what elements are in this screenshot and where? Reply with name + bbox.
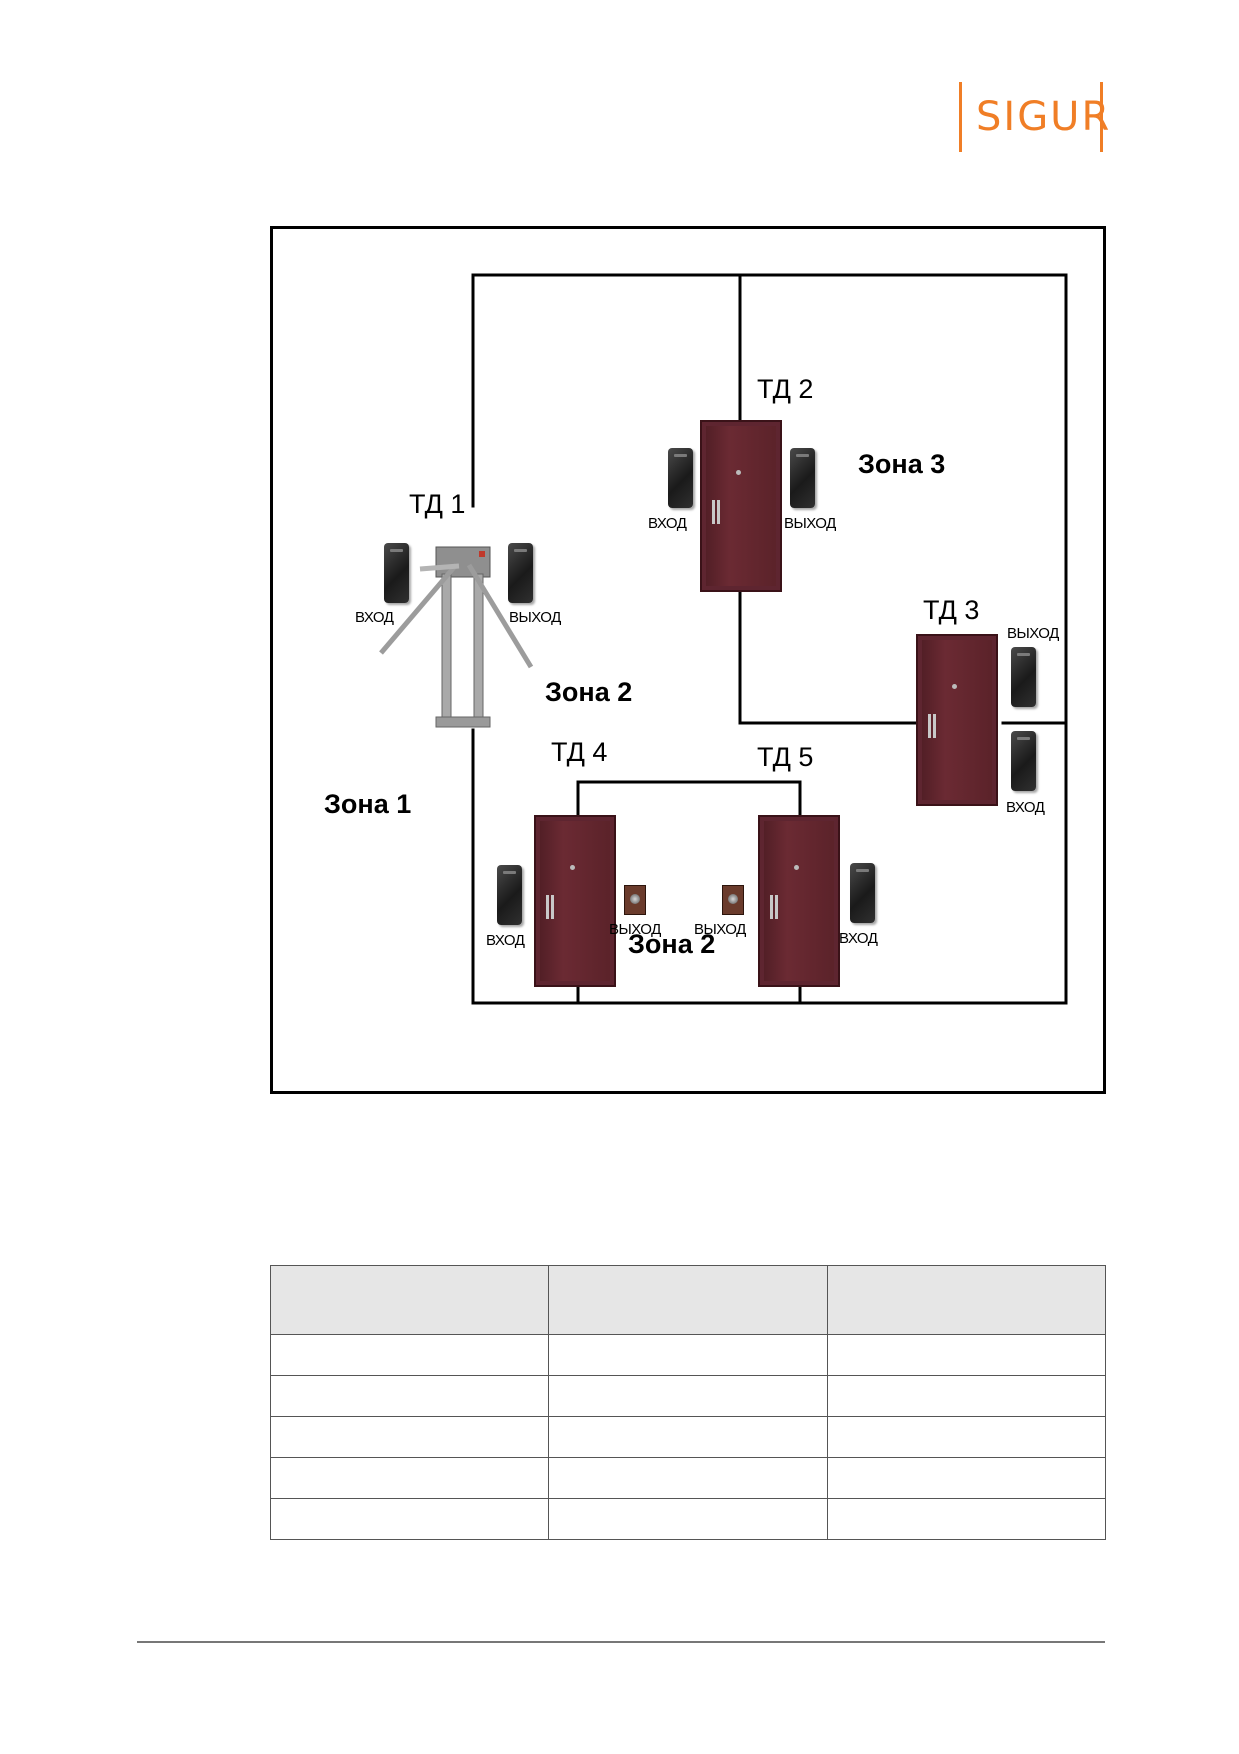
table-cell <box>826 1416 1107 1458</box>
table-header-cell <box>826 1265 1107 1335</box>
table-header-cell <box>548 1265 828 1335</box>
reader-icon-td3-entry <box>1011 731 1036 791</box>
reader-label-td4-entry: ВХОД <box>486 932 525 949</box>
table-row <box>269 1498 1107 1540</box>
logo-text: SIGUR <box>976 94 1112 140</box>
table-header-row <box>269 1265 1107 1335</box>
door-label-td4: ТД 4 <box>551 737 608 767</box>
door-td2 <box>700 420 782 592</box>
turnstile-td1 <box>379 546 534 728</box>
table-cell <box>826 1457 1107 1499</box>
door-label-td1: ТД 1 <box>409 489 466 519</box>
table-cell <box>826 1498 1107 1540</box>
logo-bar-left <box>959 82 962 152</box>
reader-icon-td1-exit <box>508 543 533 603</box>
zone-label-zone2-lower: Зона 2 <box>628 929 716 959</box>
reader-label-td1-exit: ВЫХОД <box>509 609 561 626</box>
reader-icon-td2-entry <box>668 448 693 508</box>
table-row <box>269 1416 1107 1458</box>
table-cell <box>826 1375 1107 1417</box>
door-label-td2: ТД 2 <box>757 374 814 404</box>
reader-label-td2-exit: ВЫХОД <box>784 515 836 532</box>
zone-label-zone3: Зона 3 <box>858 449 946 479</box>
door-td5 <box>758 815 840 987</box>
table-cell <box>548 1498 828 1540</box>
reader-label-td3-entry: ВХОД <box>1006 799 1045 816</box>
logo-bar-right <box>1100 82 1103 152</box>
table-row <box>269 1334 1107 1376</box>
zone-label-zone2-upper: Зона 2 <box>545 677 633 707</box>
table-cell <box>269 1375 550 1417</box>
zone-walls <box>379 273 1068 1005</box>
table-cell <box>548 1416 828 1458</box>
reader-icon-td4-entry <box>497 865 522 925</box>
footer-divider <box>137 1641 1105 1643</box>
table-row <box>269 1457 1107 1499</box>
table-cell <box>826 1334 1107 1376</box>
zones-table <box>269 1265 1107 1540</box>
table-cell <box>269 1457 550 1499</box>
reader-icon-td2-exit <box>790 448 815 508</box>
exit-button-label-td4: ВЫХОД <box>609 921 661 938</box>
door-label-td3: ТД 3 <box>923 595 980 625</box>
door-label-td5: ТД 5 <box>757 742 814 772</box>
table-cell <box>269 1334 550 1376</box>
reader-icon-td5-entry <box>850 863 875 923</box>
exit-button-icon-td4 <box>624 885 646 915</box>
reader-label-td2-entry: ВХОД <box>648 515 687 532</box>
reader-label-td3-exit: ВЫХОД <box>1007 625 1059 642</box>
reader-label-td1-entry: ВХОД <box>355 609 394 626</box>
table-cell <box>548 1457 828 1499</box>
door-td4 <box>534 815 616 987</box>
table-cell <box>269 1498 550 1540</box>
reader-icon-td3-exit <box>1011 647 1036 707</box>
table-cell <box>548 1334 828 1376</box>
table-row <box>269 1375 1107 1417</box>
exit-button-icon-td5 <box>722 885 744 915</box>
door-td3 <box>916 634 998 806</box>
table-cell <box>269 1416 550 1458</box>
table-header-cell <box>269 1265 550 1335</box>
reader-label-td5-entry: ВХОД <box>839 930 878 947</box>
sigur-logo: SIGUR <box>959 82 1109 152</box>
exit-button-label-td5: ВЫХОД <box>694 921 746 938</box>
reader-icon-td1-entry <box>384 543 409 603</box>
zone-diagram: ТД 1 ТД 2 ТД 3 ТД 4 ТД 5 Зона 3 Зона 2 З… <box>270 226 1106 1094</box>
table-cell <box>548 1375 828 1417</box>
zone-label-zone1: Зона 1 <box>324 789 412 819</box>
